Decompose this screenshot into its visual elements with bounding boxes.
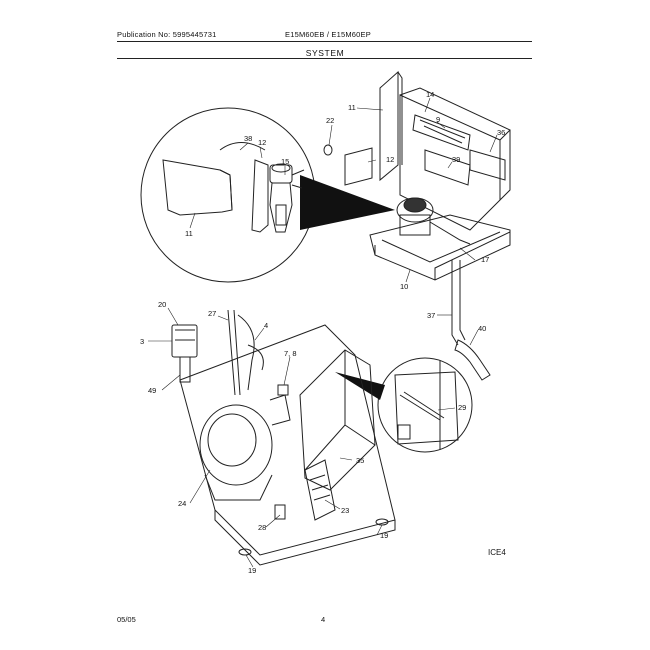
callout-24: 24 [178, 499, 186, 508]
ice-maker-assembly [323, 70, 511, 381]
base-compressor-assembly [171, 309, 396, 566]
page-number: 4 [321, 615, 326, 624]
callout-12: 12 [386, 155, 394, 164]
callout-49: 49 [148, 386, 156, 395]
leader-lines [148, 97, 498, 568]
header-rule-top [117, 41, 532, 42]
callout-35: 35 [356, 456, 364, 465]
callout-40: 40 [478, 324, 486, 333]
callout-27: 27 [208, 309, 216, 318]
callout-7-8: 7, 8 [284, 349, 297, 358]
callout-11: 11 [348, 103, 356, 112]
callout-38: 38 [244, 134, 252, 143]
callout-23: 23 [341, 506, 349, 515]
callout-4: 4 [264, 321, 268, 330]
model-numbers: E15M60EB / E15M60EP [285, 30, 371, 39]
callout-37: 37 [427, 311, 435, 320]
publication-number: Publication No: 5995445731 [117, 30, 217, 39]
callout-28: 28 [258, 523, 266, 532]
detail-circle-lower [335, 357, 473, 453]
callout-labels: 38 12 15 11 22 11 14 9 36 12 39 17 10 37… [140, 90, 505, 575]
callout-15: 15 [281, 157, 289, 166]
drawing-code: ICE4 [488, 548, 506, 557]
callout-39: 39 [452, 155, 460, 164]
callout-20: 20 [158, 300, 166, 309]
callout-14: 14 [426, 90, 434, 99]
callout-29: 29 [458, 403, 466, 412]
callout-22: 22 [326, 116, 334, 125]
callout-36: 36 [497, 128, 505, 137]
callout-10: 10 [400, 282, 408, 291]
detail-circle-upper [140, 107, 395, 283]
section-title: SYSTEM [305, 48, 345, 58]
header-rule-bottom [117, 58, 532, 59]
callout-3: 3 [140, 337, 144, 346]
callout-19: 19 [248, 566, 256, 575]
callout-11: 11 [185, 229, 193, 238]
callout-9: 9 [436, 115, 440, 124]
callout-17: 17 [481, 255, 489, 264]
callout-12: 12 [258, 138, 266, 147]
footer-date: 05/05 [117, 615, 136, 624]
callout-19: 19 [380, 531, 388, 540]
